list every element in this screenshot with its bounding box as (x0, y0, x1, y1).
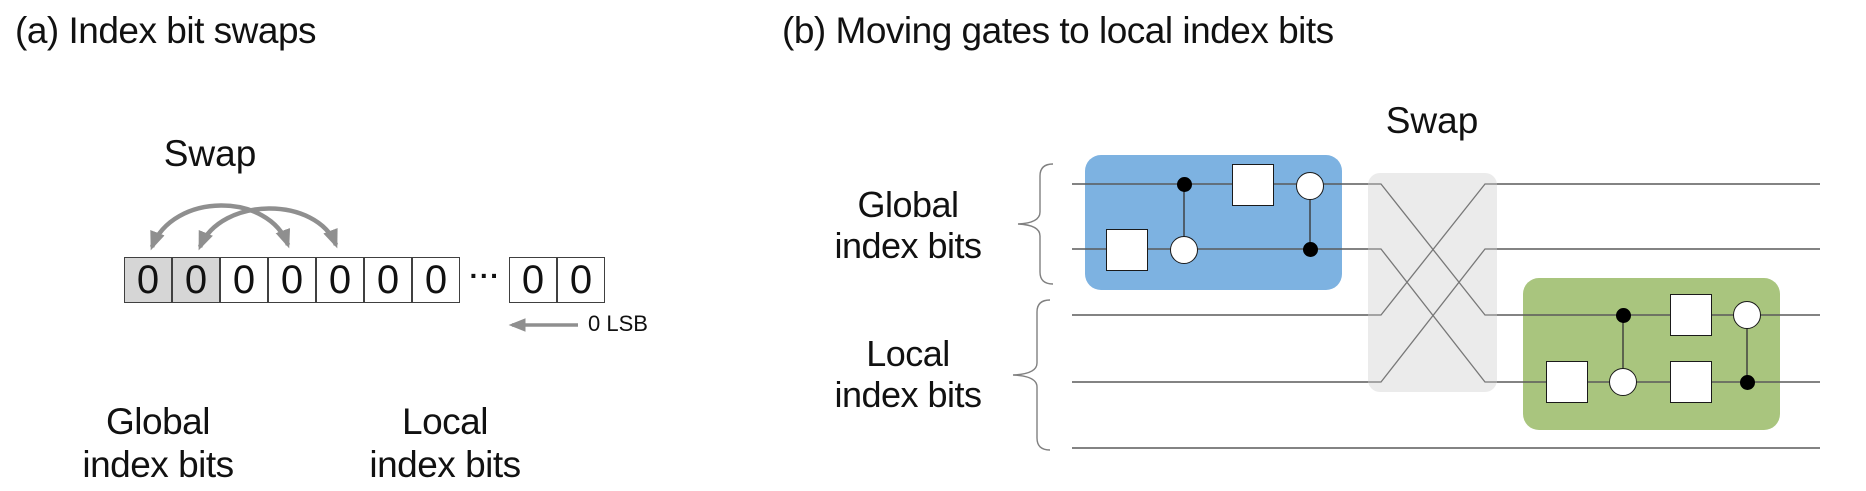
control-dot-blue-wire1 (1176, 176, 1192, 192)
global-label-line2: index bits (82, 444, 234, 485)
bit-cell-6: 0 (412, 257, 460, 303)
panel-b-title: (b) Moving gates to local index bits (782, 10, 1334, 51)
local-label-line2: index bits (369, 444, 521, 485)
local-bits-brace (1012, 299, 1051, 451)
panel-b-local-label: Local index bits (808, 333, 1008, 415)
control-dot-blue-wire2 (1302, 241, 1318, 257)
bit-cell-4: 0 (316, 257, 364, 303)
swap-block-gray (1368, 173, 1497, 392)
local-label-line1: Local (402, 401, 488, 442)
control-dot-green-wire4 (1739, 374, 1755, 390)
bit-cell-lsb-1: 0 (509, 257, 557, 303)
open-circle-gate-blue-wire2 (1170, 236, 1198, 264)
panel-b-swap-label: Swap (1385, 100, 1479, 141)
gate-square-blue-wire2 (1106, 229, 1148, 271)
global-label-line1: Global (106, 401, 210, 442)
control-dot-green-wire3 (1615, 307, 1631, 323)
open-circle-gate-green-wire3 (1733, 301, 1761, 329)
bit-cell-lsb-0: 0 (557, 257, 605, 303)
global-bits-brace (1017, 163, 1054, 285)
local-label-line2: index bits (834, 374, 982, 415)
bit-cell-5: 0 (364, 257, 412, 303)
bit-cell-1: 0 (172, 257, 220, 303)
panel-b-global-label: Global index bits (808, 184, 1008, 266)
panel-a-global-label: Global index bits (58, 400, 258, 486)
panel-a-title: (a) Index bit swaps (15, 10, 317, 51)
gate-square-green-wire3 (1670, 294, 1712, 336)
global-label-line2: index bits (834, 225, 982, 266)
swap-arc-cells-1-4 (197, 206, 339, 251)
ellipsis: ··· (469, 260, 501, 291)
swap-arc-cells-0-3 (149, 203, 291, 251)
bit-cell-0: 0 (124, 257, 172, 303)
open-circle-gate-green-wire4 (1609, 368, 1637, 396)
gate-square-blue-wire1 (1232, 164, 1274, 206)
panel-a-local-label: Local index bits (345, 400, 545, 486)
panel-a-swap-label: Swap (163, 133, 257, 174)
open-circle-gate-blue-wire1 (1296, 172, 1324, 200)
bit-cell-3: 0 (268, 257, 316, 303)
gate-square-green-wire4-right (1670, 361, 1712, 403)
global-label-line1: Global (857, 184, 959, 225)
bit-cell-2: 0 (220, 257, 268, 303)
local-label-line1: Local (866, 333, 950, 374)
gate-square-green-wire4-left (1546, 361, 1588, 403)
lsb-label: 0 LSB (588, 311, 648, 336)
